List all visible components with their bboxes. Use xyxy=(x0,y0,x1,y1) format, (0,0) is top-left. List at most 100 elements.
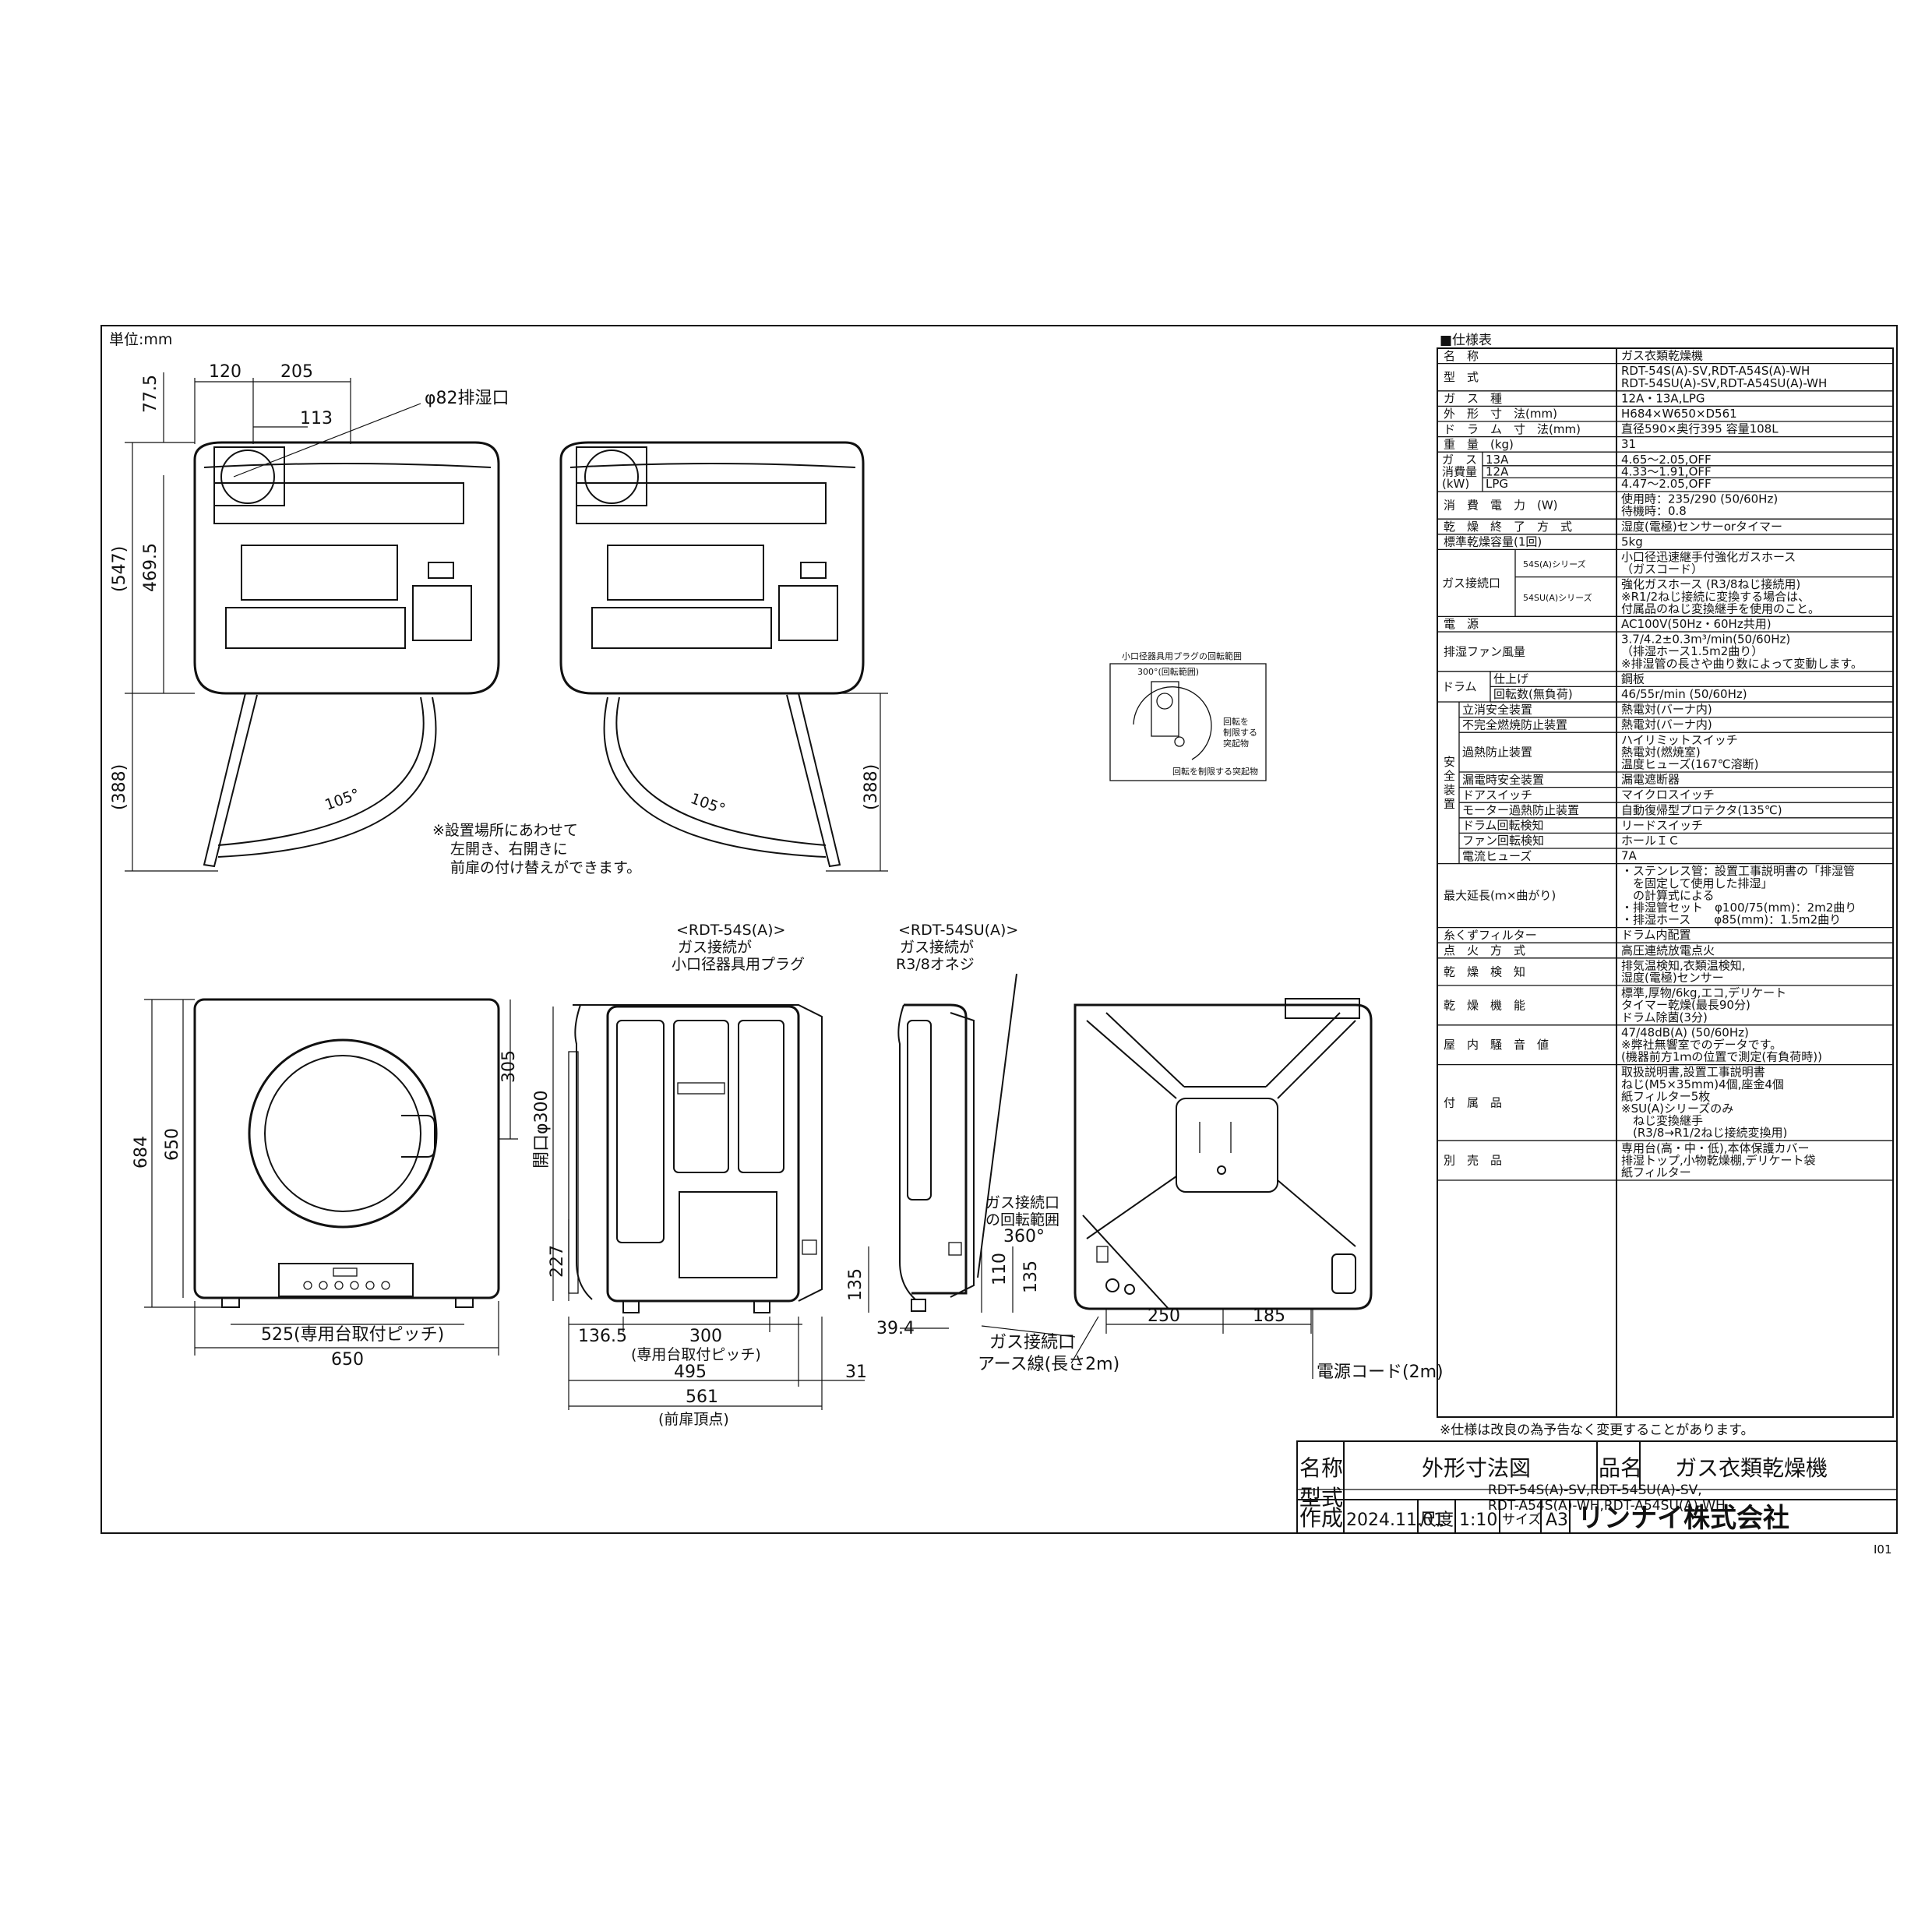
exhaust-label: φ82排湿口 xyxy=(425,389,509,408)
tb-model-1: RDT-54S(A)-SV,RDT-54SU(A)-SV, xyxy=(1488,1482,1702,1498)
safety-label: 置 xyxy=(1444,797,1455,811)
su-dim-135: 135 xyxy=(1021,1260,1041,1293)
tb-date: 2024.11.01 xyxy=(1346,1511,1444,1530)
gas-conn-val: 付属品のねじ変換継手を使用のこと。 xyxy=(1621,601,1820,615)
spec-row4-5-key: 屋 内 騒 音 値 xyxy=(1444,1038,1549,1052)
spec-row-0-val: ガス衣類乾燥機 xyxy=(1621,349,1703,363)
spec-row3-1-val: 3.7/4.2±0.3m³/min(50/60Hz) xyxy=(1621,633,1790,647)
conn-b-line-2: R3/8オネジ xyxy=(896,956,975,973)
spec-row4-4-key: 乾 燥 機 能 xyxy=(1444,998,1525,1012)
tb-model-label: 型式 xyxy=(1299,1485,1343,1511)
safety-key: 電流ヒューズ xyxy=(1462,849,1532,863)
rear-dim-250: 250 xyxy=(1148,1306,1180,1326)
safety-label: 全 xyxy=(1444,769,1455,783)
side-view-su: <RDT-54SU(A)> ガス接続が R3/8オネジ ガス接続口 の回転範囲 … xyxy=(876,922,1119,1374)
safety-label: 安 xyxy=(1444,755,1455,769)
gas-cons-val: 4.65～2.05,OFF xyxy=(1621,453,1712,467)
spec-footnote: ※仕様は改良の為予告なく変更することがあります。 xyxy=(1440,1423,1754,1438)
door-angle-right: 105° xyxy=(688,790,728,818)
earth-wire-label: アース線(長さ2m) xyxy=(978,1355,1119,1374)
safety-val: 熱電対(バーナ内) xyxy=(1621,703,1712,717)
safety-val: 7A xyxy=(1621,849,1638,863)
side-dim-31: 31 xyxy=(845,1363,867,1382)
spec-row4-5-val: (機器前方1ｍの位置で測定(有負荷時)) xyxy=(1621,1050,1822,1064)
tb-scale: 1:10 xyxy=(1459,1511,1497,1530)
spec-row4-2-key: 点 火 方 式 xyxy=(1444,943,1525,957)
spec-row3-0-val: AC100V(50Hz・60Hz共用) xyxy=(1621,617,1772,631)
gas-cons-label: ガ ス xyxy=(1442,453,1477,467)
plug-label-1a: 回転を xyxy=(1223,717,1249,727)
safety-key: 漏電時安全装置 xyxy=(1462,773,1544,787)
spec-row3-0-key: 電 源 xyxy=(1444,617,1479,631)
safety-key: ファン回転検知 xyxy=(1462,834,1544,848)
safety-val: ハイリミットスイッチ xyxy=(1621,733,1738,747)
spec-row2-1-val: 湿度(電極)センサーorタイマー xyxy=(1621,520,1782,534)
gas-conn-key: 54S(A)シリーズ xyxy=(1523,559,1586,569)
model-b-label: <RDT-54SU(A)> xyxy=(898,922,1018,939)
dim-113: 113 xyxy=(300,409,333,428)
spec-row4-7-val: 排湿トップ,小物乾燥棚,デリケート袋 xyxy=(1621,1153,1816,1167)
rot-line-1: ガス接続口 xyxy=(985,1194,1059,1211)
tb-date-label: 作成 xyxy=(1299,1505,1343,1531)
spec-row4-0-val: の計算式による xyxy=(1621,888,1715,902)
note-line-1: ※設置場所にあわせて xyxy=(432,822,578,839)
power-cord-label: 電源コード(2m) xyxy=(1317,1363,1444,1382)
side-view: <RDT-54S(A)> ガス接続が 小口径器具用プラグ 開口φ300 227 … xyxy=(532,922,869,1428)
spec-row-5-val: 31 xyxy=(1621,437,1636,451)
spec-row-3-val: H684×W650×D561 xyxy=(1621,407,1737,421)
safety-val: 熱電対(燃焼室) xyxy=(1621,745,1701,759)
spec-row4-7-val: 紙フィルター xyxy=(1621,1165,1691,1179)
exhaust-port-circle xyxy=(220,450,275,504)
sheet-border xyxy=(100,325,1898,1534)
conn-a-line-2: 小口径器具用プラグ xyxy=(672,956,805,973)
spec-row2-0-val: 使用時：235/290 (50/60Hz) xyxy=(1621,492,1778,506)
drum-key: 回転数(無負荷) xyxy=(1493,687,1573,701)
spec-row-4-key: ド ラ ム 寸 法(mm) xyxy=(1444,422,1581,436)
plug-label-1c: 突起物 xyxy=(1223,738,1249,749)
su-dim-110: 110 xyxy=(990,1253,1010,1285)
spec-row-5-key: 重 量 (kg) xyxy=(1444,437,1514,451)
front-dim-650v: 650 xyxy=(163,1128,182,1161)
rear-center-panel xyxy=(1176,1098,1278,1193)
dim-469-5: 469.5 xyxy=(141,543,160,592)
spec-row-0-key: 名 称 xyxy=(1444,349,1479,363)
tb-size-label: サイズ xyxy=(1502,1512,1542,1528)
safety-key: 不完全燃焼防止装置 xyxy=(1462,717,1567,732)
drum-val: 鋼板 xyxy=(1621,672,1645,686)
spec-row4-6-val: ねじ(M5×35mm)4個,座金4個 xyxy=(1621,1077,1784,1091)
gas-conn-val: 強化ガスホース (R3/8ねじ接続用) xyxy=(1621,577,1800,591)
dim-388-left: (388) xyxy=(110,764,129,810)
spec-header: ■仕様表 xyxy=(1440,333,1492,348)
title-block: 名称 外形寸法図 品名 ガス衣類乾燥機 型式 RDT-54S(A)-SV,RDT… xyxy=(1296,1440,1898,1534)
spec-row4-4-val: タイマー乾燥(最長90分) xyxy=(1621,998,1750,1012)
drum-door-outer xyxy=(248,1038,438,1229)
spec-row4-6-key: 付 属 品 xyxy=(1444,1095,1502,1109)
spec-row4-7-key: 別 売 品 xyxy=(1444,1154,1502,1168)
sheet-number: I01 xyxy=(1874,1542,1892,1557)
safety-key: 立消安全装置 xyxy=(1462,703,1532,717)
front-dim-684: 684 xyxy=(132,1136,151,1169)
spec-row4-6-val: 取扱説明書,設置工事説明書 xyxy=(1621,1065,1765,1079)
dim-388-right: (388) xyxy=(862,764,881,810)
model-a-label: <RDT-54S(A)> xyxy=(676,922,785,939)
door-angle-left: 105° xyxy=(323,785,362,813)
spec-row4-0-val: ・ステンレス管：設置工事説明書の「排湿管 xyxy=(1621,864,1855,878)
unit-label: 単位:mm xyxy=(109,331,172,348)
spec-row4-0-val: を固定して使用した排湿」 xyxy=(1621,876,1773,890)
spec-row4-3-val: 湿度(電極)センサー xyxy=(1621,971,1724,985)
spec-row2-0-key: 消 費 電 力 (W) xyxy=(1444,499,1558,513)
safety-val: リードスイッチ xyxy=(1621,818,1703,832)
rot-line-2: の回転範囲 xyxy=(985,1211,1059,1229)
front-door-apex: (前扉頂点) xyxy=(658,1411,729,1428)
spec-row4-1-key: 糸くずフィルター xyxy=(1444,928,1537,942)
rear-view: 250 185 電源コード(2m) xyxy=(1074,998,1444,1382)
gas-cons-label: (kW) xyxy=(1442,477,1469,491)
spec-row4-4-val: 標準,厚物/6kg,エコ,デリケート xyxy=(1621,986,1786,1000)
tb-size: A3 xyxy=(1546,1511,1568,1530)
top-view-right: 105° (388) xyxy=(559,441,888,872)
conn-a-line-1: ガス接続が xyxy=(678,939,752,956)
drum-label: ドラム xyxy=(1442,679,1477,693)
note-line-2: 左開き、右開きに xyxy=(450,841,568,858)
